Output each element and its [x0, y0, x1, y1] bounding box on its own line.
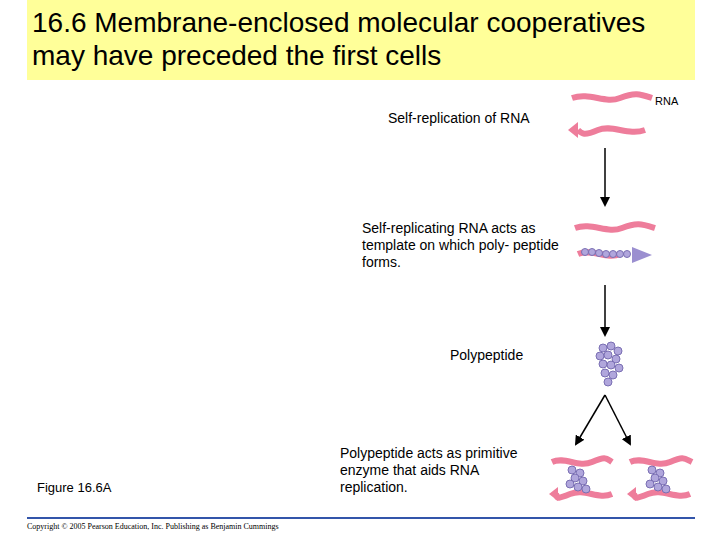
- flow-arrow: [576, 395, 605, 444]
- flow-arrow: [604, 148, 606, 205]
- title-banner: 16.6 Membrane-enclosed molecular coopera…: [27, 0, 695, 80]
- molecule-label: RNA: [655, 95, 705, 108]
- flow-arrow: [604, 285, 606, 335]
- step-label: Self-replicating RNA acts as template on…: [362, 220, 567, 271]
- polypeptide-blob: [596, 342, 623, 386]
- copyright-note: Copyright © 2005 Pearson Education, Inc.…: [27, 522, 527, 532]
- template-strand: [575, 224, 655, 263]
- figure-number: Figure 16.6A: [37, 480, 237, 496]
- slide-title: 16.6 Membrane-enclosed molecular coopera…: [32, 6, 697, 72]
- replication-pairs: [549, 458, 692, 501]
- footer-rule: [27, 517, 695, 519]
- flow-arrow: [605, 395, 630, 444]
- step-label: Polypeptide acts as primitive enzyme tha…: [340, 445, 545, 496]
- step-label: Self-replication of RNA: [388, 110, 563, 127]
- step-label: Polypeptide: [450, 347, 560, 364]
- rna-strands: [568, 94, 652, 138]
